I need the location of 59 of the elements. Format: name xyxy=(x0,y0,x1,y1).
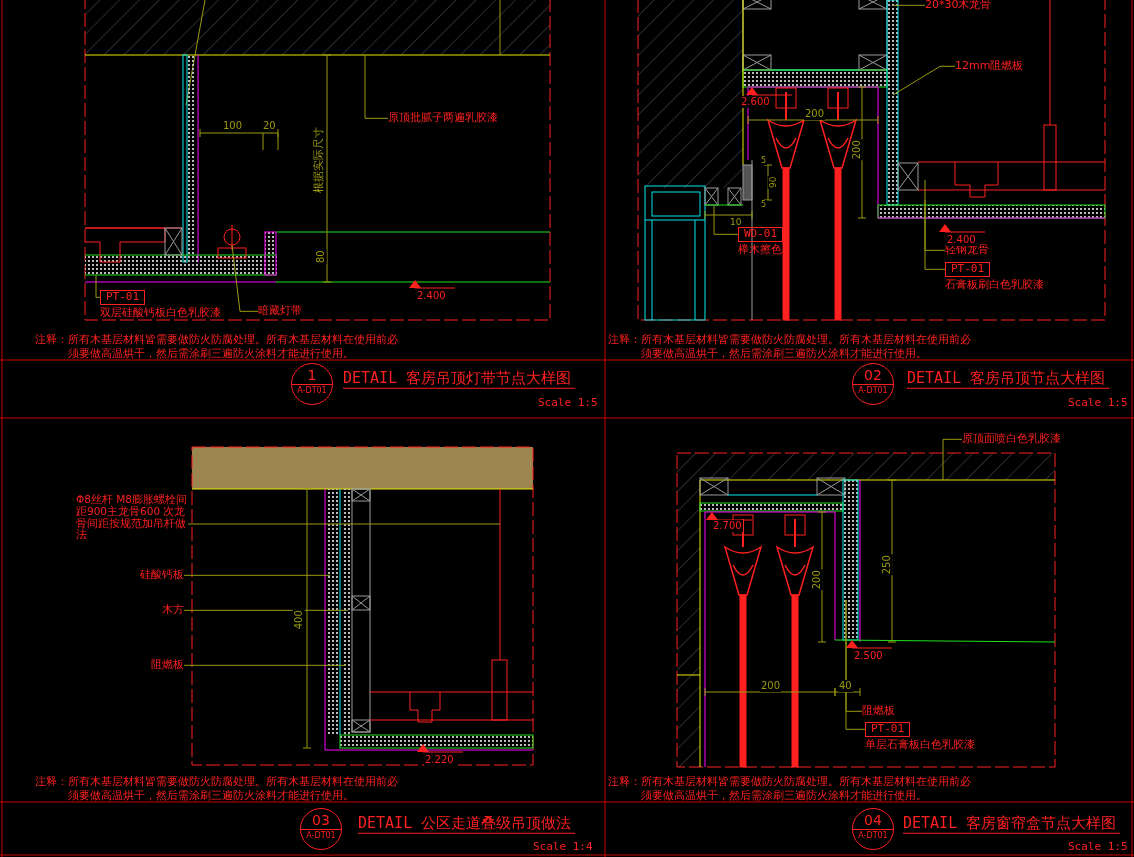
scale-text: Scale 1:5 xyxy=(538,397,598,410)
leader-line xyxy=(892,65,956,96)
detail-title: DETAIL 客房吊顶节点大样图 xyxy=(907,370,1106,388)
note-text: 注释：所有木基层材料皆需要做防火防腐处理。所有木基层材料在使用前必须要做高温烘干，然后需涂刷三遍防火涂料才能进行使用。 xyxy=(608,775,972,804)
material-tag: PT-01 双层硅酸钙板白色乳胶漆 xyxy=(100,290,221,320)
note-text: 注释：所有木基层材料皆需要做防火防腐处理。所有木基层材料在使用前必须要做高温烘干，然后需涂刷三遍防火涂料才能进行使用。 xyxy=(608,333,972,362)
dimension-text: 250 xyxy=(880,554,892,576)
callout-text: 阻燃板 xyxy=(862,705,895,718)
callout-text: Φ8丝杆 M8膨胀螺栓间距900主龙骨600 次龙骨间距按规范加吊杆做法 xyxy=(76,494,188,541)
dimension-text: 80 xyxy=(314,249,326,265)
scale-text: Scale 1:5 xyxy=(1068,841,1128,854)
dimension-text: 根据实际尺寸 xyxy=(312,125,326,194)
dimension-text: 40 xyxy=(838,680,853,692)
level-text: 2.400 xyxy=(946,234,977,246)
callout-text: 12mm阻燃板 xyxy=(955,60,1024,73)
dimension-text: 200 xyxy=(760,680,782,692)
leader-line xyxy=(924,199,946,270)
dimension-text: 200 xyxy=(850,139,862,161)
callout-text: 原顶面喷白色乳胶漆 xyxy=(962,433,1061,446)
note-text: 注释：所有木基层材料皆需要做防火防腐处理。所有木基层材料在使用前必须要做高温烘干，然后需涂刷三遍防火涂料才能进行使用。 xyxy=(35,775,399,804)
level-text: 2.600 xyxy=(740,96,771,108)
callout-text: 暗藏灯带 xyxy=(258,305,302,318)
dimension-text: 20 xyxy=(262,120,277,132)
leader-line xyxy=(845,599,866,730)
leader-line xyxy=(924,179,946,251)
callout-text: 阻燃板 xyxy=(151,659,184,672)
dimension-text: 5 xyxy=(760,156,768,166)
dimension-text: 100 xyxy=(222,120,244,132)
callout-text: 硅酸钙板 xyxy=(140,569,184,582)
leader-line xyxy=(892,4,926,6)
leader-line xyxy=(183,609,349,611)
material-tag: PT-01 石膏板刷白色乳胶漆 xyxy=(945,262,1044,292)
level-text: 2.500 xyxy=(853,650,884,662)
dimension-text: 200 xyxy=(810,569,822,591)
level-text: 2.400 xyxy=(416,290,447,302)
callout-text: 原顶批腻子两遍乳胶漆 xyxy=(388,112,498,125)
leader-line xyxy=(713,205,739,235)
leader-line xyxy=(231,244,259,312)
material-tag: PT-01 单层石膏板白色乳胶漆 xyxy=(865,722,975,752)
leader-line xyxy=(187,523,501,525)
detail-title: DETAIL 客房窗帘盒节点大样图 xyxy=(903,815,1117,833)
leader-line xyxy=(183,664,347,666)
detail-title: DETAIL 公区走道叠级吊顶做法 xyxy=(358,815,572,833)
scale-text: Scale 1:4 xyxy=(533,841,593,854)
dimension-text: 200 xyxy=(804,108,826,120)
leader-line xyxy=(942,438,963,481)
scale-text: Scale 1:5 xyxy=(1068,397,1128,410)
dimension-text: 400 xyxy=(292,609,304,631)
callout-text: 木方 xyxy=(162,604,184,617)
level-text: 2.220 xyxy=(424,754,455,766)
leader-line xyxy=(183,574,331,576)
detail-title: DETAIL 客房吊顶灯带节点大样图 xyxy=(343,370,572,388)
leader-line xyxy=(95,274,101,298)
leader-line xyxy=(364,54,389,119)
dimension-text: 10 xyxy=(729,217,743,228)
dimension-text: 90 xyxy=(767,175,778,189)
note-text: 注释：所有木基层材料皆需要做防火防腐处理。所有木基层材料在使用前必须要做高温烘干，然后需涂刷三遍防火涂料才能进行使用。 xyxy=(35,333,399,362)
level-text: 2.700 xyxy=(712,520,743,532)
dimension-text: 5 xyxy=(760,200,768,210)
